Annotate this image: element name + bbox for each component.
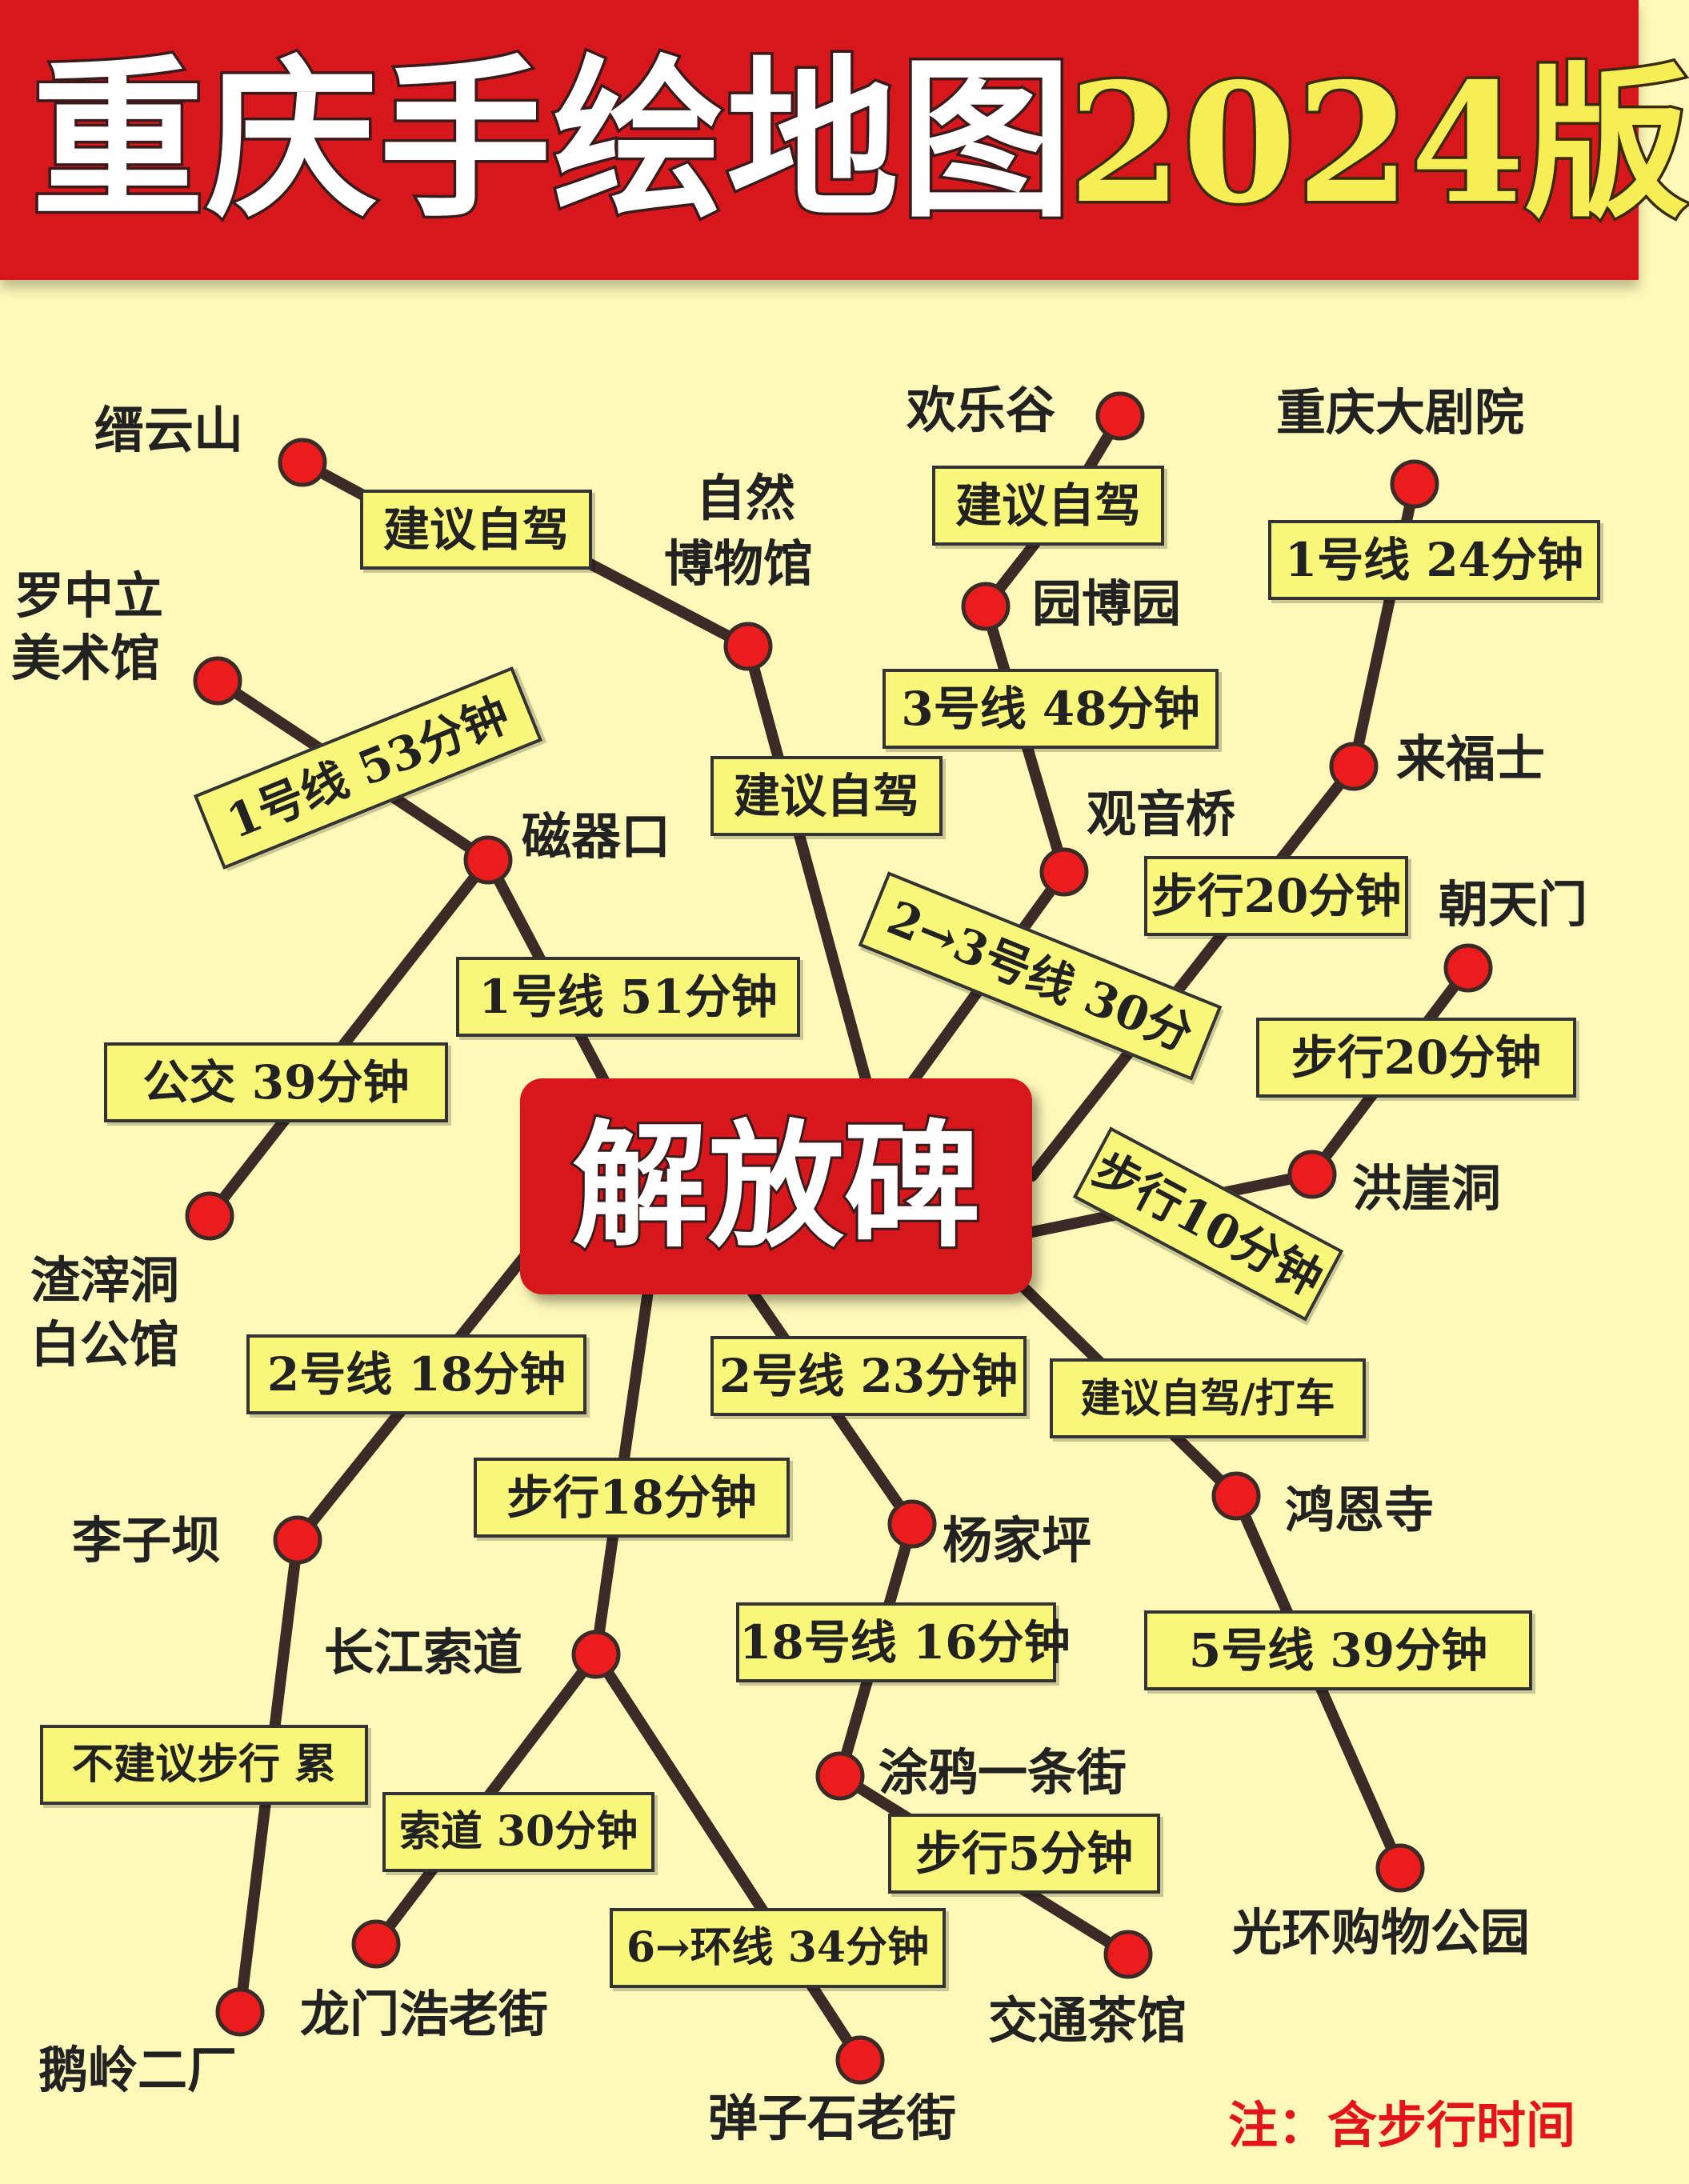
station-label-yangjiaping[interactable]: 杨家坪 [943, 1511, 1092, 1570]
station-dot-jinyunshan [278, 438, 327, 487]
station-dot-museum [723, 622, 773, 671]
station-dot-teahouse [1103, 1930, 1153, 1979]
station-label-longmenhao[interactable]: 龙门浩老街 [300, 1985, 549, 2043]
station-dot-huanlegu [1095, 391, 1145, 441]
station-label-luozhongli-line1[interactable]: 罗中立 [14, 566, 164, 625]
station-label-museum-line1[interactable]: 自然 [696, 469, 796, 527]
route-tag-grandtheatre: 1号线 24分钟 [1268, 520, 1600, 600]
map-edition: 2024版 [1066, 46, 1689, 243]
station-label-jinyunshan[interactable]: 缙云山 [94, 401, 244, 459]
station-label-danzishi[interactable]: 弹子石老街 [708, 2089, 957, 2147]
route-tag-danzishi: 6→环线 34分钟 [610, 1908, 946, 1988]
station-label-guanghuan[interactable]: 光环购物公园 [1232, 1903, 1531, 1962]
station-label-luozhongli-line2[interactable]: 美术馆 [11, 629, 161, 687]
route-tag-jinyunshan: 建议自驾 [360, 490, 592, 570]
hub-jiefangbei[interactable]: 解放碑 [520, 1078, 1032, 1294]
station-dot-yuanboyuan [961, 582, 1011, 631]
station-label-hongyadong[interactable]: 洪崖洞 [1352, 1159, 1502, 1218]
station-label-hongensi[interactable]: 鸿恩寺 [1285, 1481, 1435, 1539]
station-label-liziba[interactable]: 李子坝 [72, 1511, 222, 1570]
station-label-guanyinqiao[interactable]: 观音桥 [1087, 785, 1236, 843]
station-label-laifushi[interactable]: 来福士 [1396, 730, 1546, 788]
route-laifushi [1027, 761, 1359, 1182]
station-label-ciqikou[interactable]: 磁器口 [522, 807, 671, 866]
station-label-museum-line2[interactable]: 博物馆 [664, 534, 814, 593]
station-dot-cableway [571, 1630, 621, 1679]
route-tag-chaotianmen: 步行20分钟 [1256, 1018, 1576, 1098]
station-label-teahouse[interactable]: 交通茶馆 [988, 1991, 1187, 2050]
station-dot-luozhongli [193, 656, 242, 706]
station-dot-liziba [273, 1515, 322, 1565]
station-dot-laifushi [1329, 742, 1379, 791]
station-dot-danzishi [835, 2035, 885, 2085]
route-tag-yuanboyuan: 3号线 48分钟 [883, 669, 1219, 749]
route-danzishi [590, 1649, 866, 2066]
route-tag-huanlegu: 建议自驾 [932, 466, 1164, 546]
route-tag-ciqikou: 1号线 51分钟 [456, 957, 800, 1037]
route-tag-eling: 不建议步行 累 [40, 1725, 368, 1805]
station-dot-graffiti [815, 1751, 865, 1801]
footnote: 注：含步行时间 [1228, 2096, 1576, 2154]
route-tag-graffiti: 18号线 16分钟 [736, 1602, 1071, 1682]
station-label-graffiti[interactable]: 涂鸦一条街 [879, 1743, 1127, 1802]
station-dot-ciqikou [463, 835, 513, 885]
station-label-huanlegu[interactable]: 欢乐谷 [907, 381, 1056, 439]
station-dot-eling [215, 1987, 265, 2037]
station-dot-zhazidong [185, 1191, 234, 1241]
route-tag-laifushi: 步行20分钟 [1144, 856, 1408, 936]
route-zhazidong [204, 854, 494, 1222]
station-dot-guanyinqiao [1039, 847, 1089, 897]
station-dot-chaotianmen [1443, 943, 1493, 993]
route-tag-yangjiaping: 2号线 23分钟 [710, 1336, 1027, 1416]
header-banner: 重庆手绘地图 2024版 [0, 0, 1689, 280]
station-dot-hongyadong [1287, 1150, 1337, 1199]
route-tag-museum: 建议自驾 [710, 756, 943, 836]
station-label-eling[interactable]: 鹅岭二厂 [38, 2041, 238, 2099]
route-tag-cableway: 步行18分钟 [474, 1458, 790, 1538]
station-dot-yangjiaping [887, 1499, 937, 1549]
station-label-grandtheatre[interactable]: 重庆大剧院 [1276, 383, 1525, 442]
route-tag-liziba: 2号线 18分钟 [246, 1334, 586, 1414]
station-dot-longmenhao [351, 1919, 401, 1969]
station-dot-guanghuan [1375, 1843, 1425, 1893]
station-label-chaotianmen[interactable]: 朝天门 [1439, 875, 1588, 934]
station-dot-hongensi [1211, 1471, 1261, 1521]
route-tag-teahouse: 步行5分钟 [888, 1814, 1160, 1894]
station-dot-grandtheatre [1390, 459, 1439, 509]
route-tag-hongensi: 建议自驾/打车 [1050, 1358, 1366, 1438]
route-tag-guanghuan: 5号线 39分钟 [1144, 1610, 1532, 1690]
station-label-zhazidong-line1[interactable]: 渣滓洞 [30, 1251, 180, 1310]
station-label-yuanboyuan[interactable]: 园博园 [1032, 574, 1182, 633]
route-tag-longmenhao: 索道 30分钟 [382, 1792, 654, 1872]
station-dots [185, 391, 1493, 2085]
route-museum [742, 641, 874, 1094]
map-title: 重庆手绘地图 [30, 38, 1075, 241]
station-label-cableway[interactable]: 长江索道 [324, 1623, 523, 1682]
station-label-zhazidong-line2[interactable]: 白公馆 [30, 1315, 180, 1374]
route-tag-zhazidong: 公交 39分钟 [104, 1042, 448, 1122]
